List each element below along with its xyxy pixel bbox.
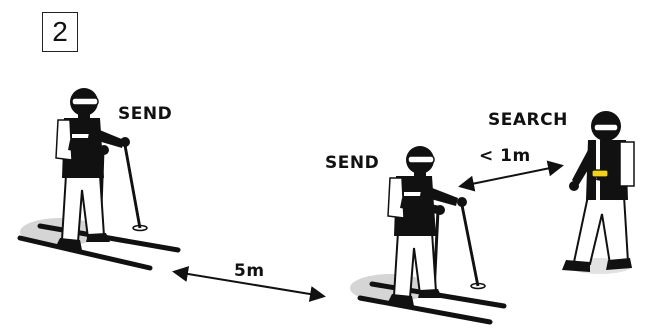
label-send-left: SEND (118, 104, 172, 124)
backpack (620, 142, 634, 186)
label-send-middle: SEND (325, 153, 379, 173)
backpack (56, 120, 72, 160)
ski-pants (574, 196, 628, 264)
glove (569, 181, 579, 191)
goggles (408, 156, 434, 163)
label-distance-near: < 1m (479, 146, 531, 166)
label-distance-far: 5m (234, 261, 265, 281)
neck (414, 170, 426, 176)
skier-right-searcher (562, 111, 634, 274)
neck (78, 112, 90, 118)
ski-pole (464, 205, 480, 286)
glove (435, 205, 445, 215)
step-number: 2 (42, 12, 78, 52)
goggles (72, 98, 98, 105)
ski-boot (418, 289, 442, 298)
ski-pole (125, 145, 140, 228)
goggles (594, 124, 618, 131)
glove (99, 145, 109, 155)
glove (120, 137, 130, 147)
distance-arrow-1m (462, 166, 560, 186)
ski-pole (462, 205, 478, 286)
ski-boot (562, 260, 590, 272)
label-search: SEARCH (488, 110, 568, 130)
transceiver-device (592, 170, 608, 177)
ski-boot (86, 233, 110, 242)
backpack (388, 178, 404, 218)
ski-pole (127, 145, 142, 228)
glove (457, 197, 467, 207)
